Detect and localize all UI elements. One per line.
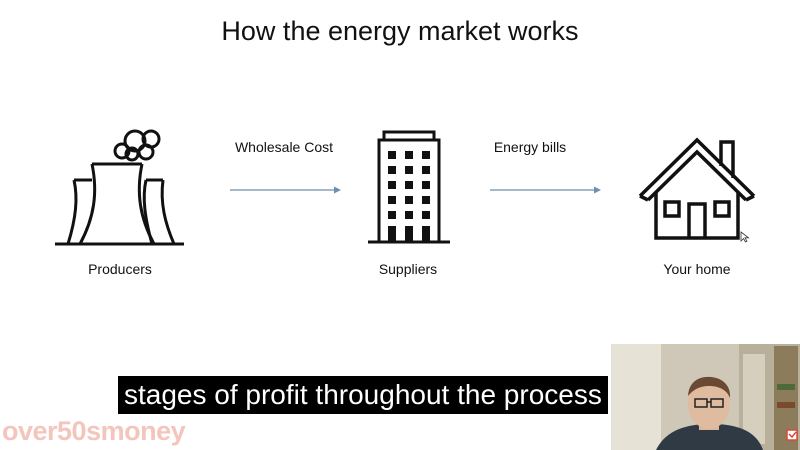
- edge-label-energy-bills: Energy bills: [493, 139, 567, 155]
- house-icon: [638, 137, 756, 240]
- edge-label-wholesale-cost: Wholesale Cost: [234, 139, 334, 155]
- presenter-webcam: [611, 344, 800, 450]
- arrow-suppliers-to-home: [490, 186, 601, 194]
- node-label-suppliers: Suppliers: [378, 261, 438, 277]
- arrow-producers-to-suppliers: [230, 186, 341, 194]
- office-building-icon: [368, 130, 450, 244]
- power-plant-icon: [55, 129, 184, 246]
- slide-title: How the energy market works: [221, 16, 579, 46]
- mouse-cursor-icon: [740, 231, 750, 243]
- subtitle-caption: stages of profit throughout the process: [118, 376, 608, 414]
- node-label-your-home: Your home: [663, 261, 731, 277]
- presenter-video-icon: [611, 344, 800, 450]
- brand-logo: over50smoney: [2, 416, 186, 446]
- node-label-producers: Producers: [88, 261, 152, 277]
